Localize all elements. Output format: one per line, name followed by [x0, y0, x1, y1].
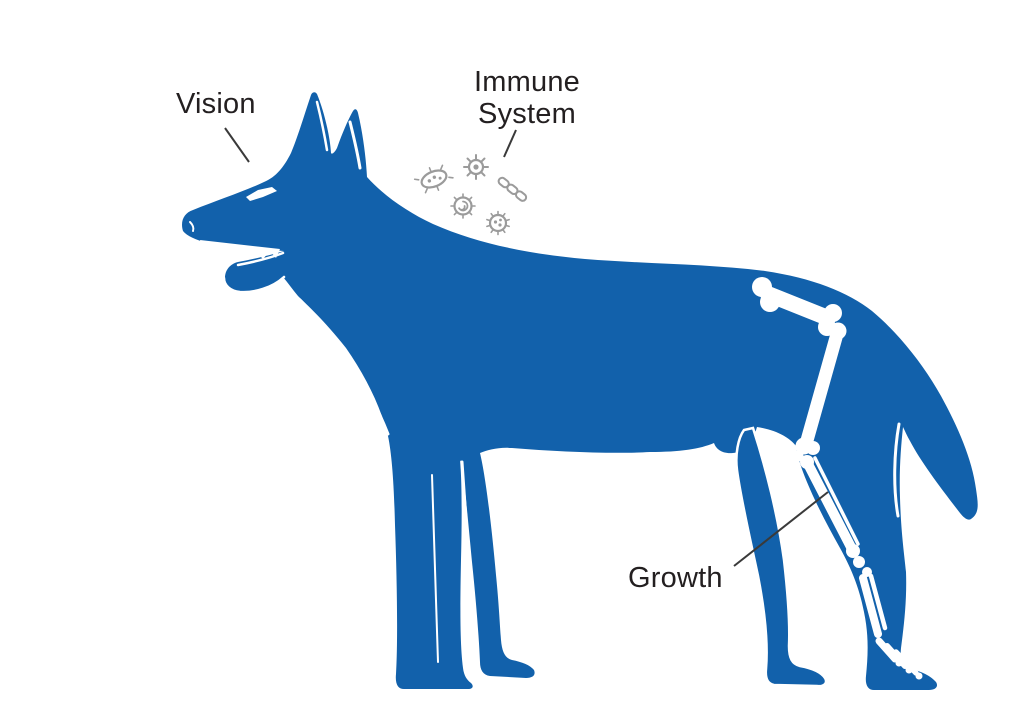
ear-inner-line — [348, 120, 362, 170]
immune-leader-line — [503, 129, 517, 158]
dog-mouth — [200, 240, 286, 294]
patella-bone — [792, 450, 804, 462]
pelvis-bone — [752, 277, 842, 336]
growth-label: Growth — [628, 562, 723, 594]
dog-far-hind-leg — [735, 426, 828, 688]
virus-icon — [463, 154, 489, 180]
growth-leader-line — [733, 491, 829, 567]
tail-leg-separation-line — [893, 422, 901, 518]
microbe-icons — [413, 154, 528, 236]
metatarsal-bones — [859, 573, 888, 638]
spiral-microbe-icon — [450, 193, 476, 219]
bacteria-icon — [413, 164, 454, 194]
dog-eye — [246, 187, 277, 201]
dog-detail-lines — [189, 100, 901, 663]
dog-silhouette — [182, 92, 978, 691]
ear-front-line — [315, 100, 329, 152]
leader-lines — [224, 127, 829, 567]
nostril-line — [189, 221, 195, 232]
hind-leg-bones — [752, 277, 923, 680]
chest-line — [298, 298, 390, 436]
lower-jaw-outline — [222, 275, 286, 294]
dog-teeth — [200, 240, 280, 259]
femur-bone — [795, 322, 847, 455]
tibia-bone — [800, 455, 860, 558]
chain-link-icon — [497, 176, 528, 202]
spiky-germ-icon — [486, 210, 510, 236]
vision-label: Vision — [176, 88, 256, 120]
tongue-line — [236, 251, 285, 267]
front-leg-inner-line — [431, 474, 439, 663]
immune-system-label: Immune System — [474, 66, 580, 131]
dog-body — [182, 92, 978, 691]
front-leg-gap-line — [460, 460, 478, 650]
vision-leader-line — [224, 127, 250, 163]
toe-bones — [875, 637, 923, 680]
